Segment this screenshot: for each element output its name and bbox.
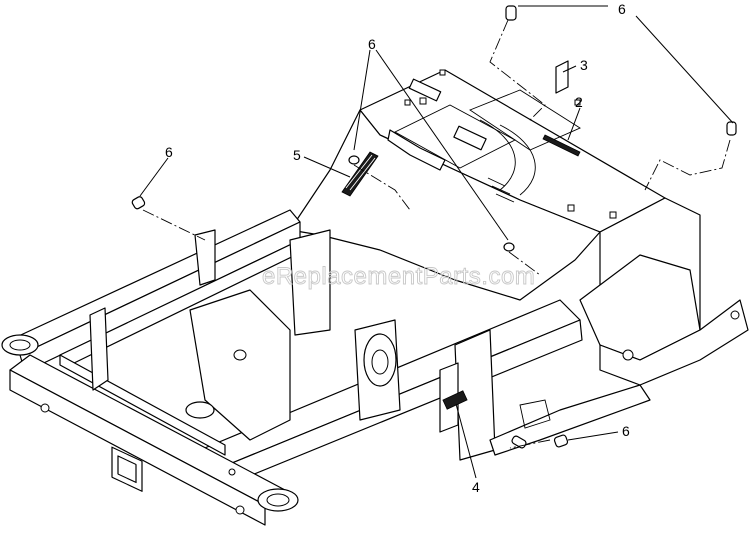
callout-6-bottom-right: 6 <box>622 423 630 439</box>
callout-3: 3 <box>580 57 588 73</box>
callout-6-center: 6 <box>368 36 376 52</box>
decal-5 <box>341 151 379 197</box>
callout-2: 2 <box>575 94 583 110</box>
watermark: eReplacementParts.com <box>262 263 535 290</box>
phantom-lines <box>142 19 731 449</box>
leader-lines <box>139 5 734 479</box>
callout-6-top-right: 6 <box>618 1 626 17</box>
decal-bracket-4 <box>439 362 468 433</box>
callout-4: 4 <box>472 479 480 495</box>
callout-6-left: 6 <box>165 144 173 160</box>
hardware-bushings <box>131 5 737 449</box>
right-rear-extension <box>489 254 749 456</box>
callout-5: 5 <box>293 147 301 163</box>
